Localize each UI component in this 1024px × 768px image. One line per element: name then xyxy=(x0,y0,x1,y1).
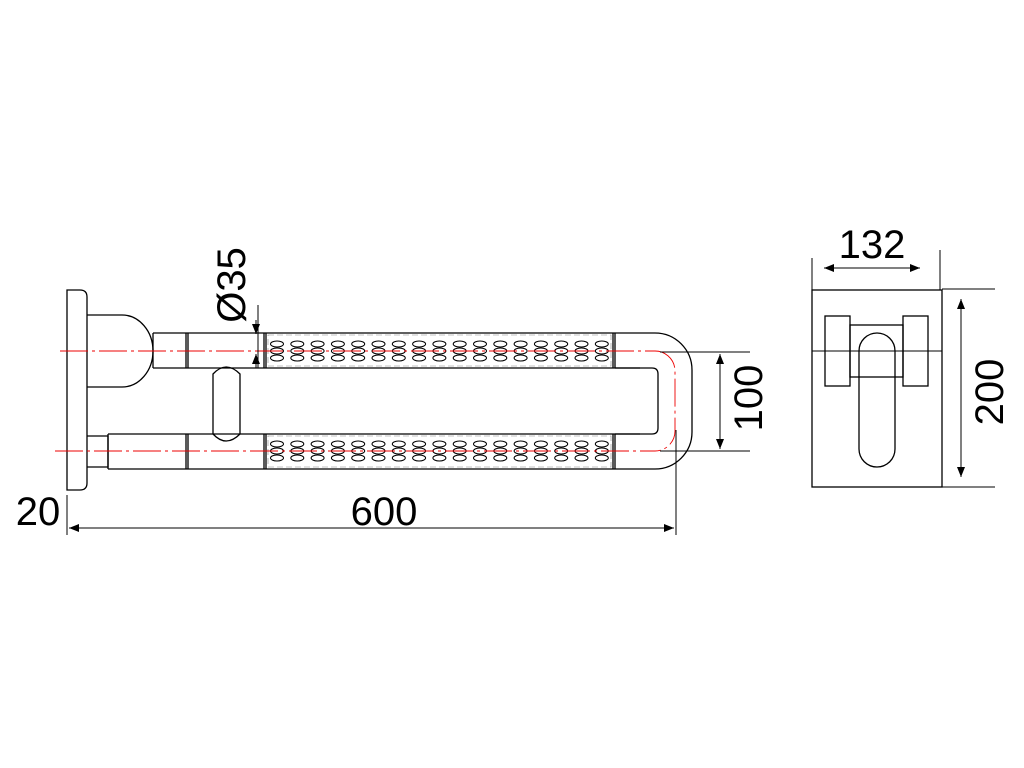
grip-oval xyxy=(351,454,366,462)
side-plate xyxy=(811,289,943,488)
grip-oval xyxy=(554,454,569,462)
grip-oval xyxy=(310,340,325,348)
grip-oval xyxy=(594,440,609,448)
grip-oval xyxy=(391,454,406,462)
grip-oval xyxy=(371,440,386,448)
grip-oval xyxy=(473,340,487,348)
vertical-support xyxy=(212,366,241,442)
grip-oval xyxy=(391,340,406,348)
grip-oval xyxy=(513,340,528,348)
grip-oval xyxy=(432,354,447,362)
grip-oval xyxy=(493,354,508,362)
grip-oval xyxy=(270,340,284,348)
grip-oval xyxy=(473,454,487,462)
grip-oval xyxy=(290,440,305,448)
dimension-height-label: 200 xyxy=(968,359,1012,426)
grip-oval xyxy=(310,454,325,462)
grip-oval xyxy=(330,454,345,462)
grip-oval xyxy=(513,454,528,462)
grip-border xyxy=(267,334,612,367)
grip-oval xyxy=(310,440,325,448)
dimension-width-label: 132 xyxy=(839,223,906,267)
bottom-tube xyxy=(87,433,640,470)
grip-oval xyxy=(351,340,366,348)
grip-oval xyxy=(493,454,508,462)
grip-oval xyxy=(533,440,548,448)
grip-oval xyxy=(452,440,467,448)
grip-oval xyxy=(432,454,447,462)
grip-oval xyxy=(432,340,447,348)
grip-oval xyxy=(574,340,589,348)
grip-oval xyxy=(371,354,386,362)
grip-oval xyxy=(310,354,325,362)
grip-oval xyxy=(452,354,467,362)
grip-oval xyxy=(513,440,528,448)
grip-oval xyxy=(594,340,609,348)
grip-oval xyxy=(330,354,345,362)
grip-oval xyxy=(554,440,569,448)
dimension-spacing-label: 100 xyxy=(727,365,771,432)
grip-oval xyxy=(270,354,284,362)
grip-oval xyxy=(351,354,366,362)
dimension-plate-label: 20 xyxy=(16,490,61,534)
dimension-length-label: 600 xyxy=(351,490,418,534)
grip-oval xyxy=(270,440,284,448)
grip-oval xyxy=(533,354,548,362)
grip-oval xyxy=(330,340,345,348)
side-view: 132 200 xyxy=(811,223,1012,488)
u-bend xyxy=(640,332,693,470)
grip-oval xyxy=(574,454,589,462)
grip-oval xyxy=(412,340,427,348)
grip-oval xyxy=(290,340,305,348)
grip-oval xyxy=(330,440,345,448)
grip-oval xyxy=(513,354,528,362)
grip-oval xyxy=(594,354,609,362)
wall-plate xyxy=(66,289,88,491)
grip-oval xyxy=(371,340,386,348)
grip-oval xyxy=(473,354,487,362)
front-view: 600 20 100 Ø35 xyxy=(16,247,771,535)
dimension-diameter-label: Ø35 xyxy=(210,247,254,323)
grip-oval xyxy=(371,454,386,462)
grip-oval xyxy=(391,354,406,362)
grip-oval xyxy=(412,354,427,362)
grip-oval xyxy=(533,454,548,462)
top-tube xyxy=(152,332,640,369)
grip-oval xyxy=(594,454,609,462)
grip-oval xyxy=(493,440,508,448)
grip-oval xyxy=(290,354,305,362)
side-tube-oval xyxy=(858,332,896,468)
grip-oval xyxy=(574,440,589,448)
grip-oval xyxy=(412,440,427,448)
grip-oval xyxy=(493,340,508,348)
grip-oval xyxy=(412,454,427,462)
grip-oval xyxy=(473,440,487,448)
grip-oval xyxy=(391,440,406,448)
grip-border xyxy=(267,435,612,468)
grip-oval xyxy=(351,440,366,448)
grip-oval xyxy=(270,454,284,462)
grip-oval xyxy=(290,454,305,462)
grip-oval xyxy=(554,340,569,348)
grip-oval xyxy=(432,440,447,448)
grip-oval xyxy=(554,354,569,362)
grip-oval xyxy=(452,340,467,348)
grip-oval xyxy=(452,454,467,462)
grip-texture xyxy=(267,334,612,468)
grip-oval xyxy=(533,340,548,348)
grip-oval xyxy=(574,354,589,362)
